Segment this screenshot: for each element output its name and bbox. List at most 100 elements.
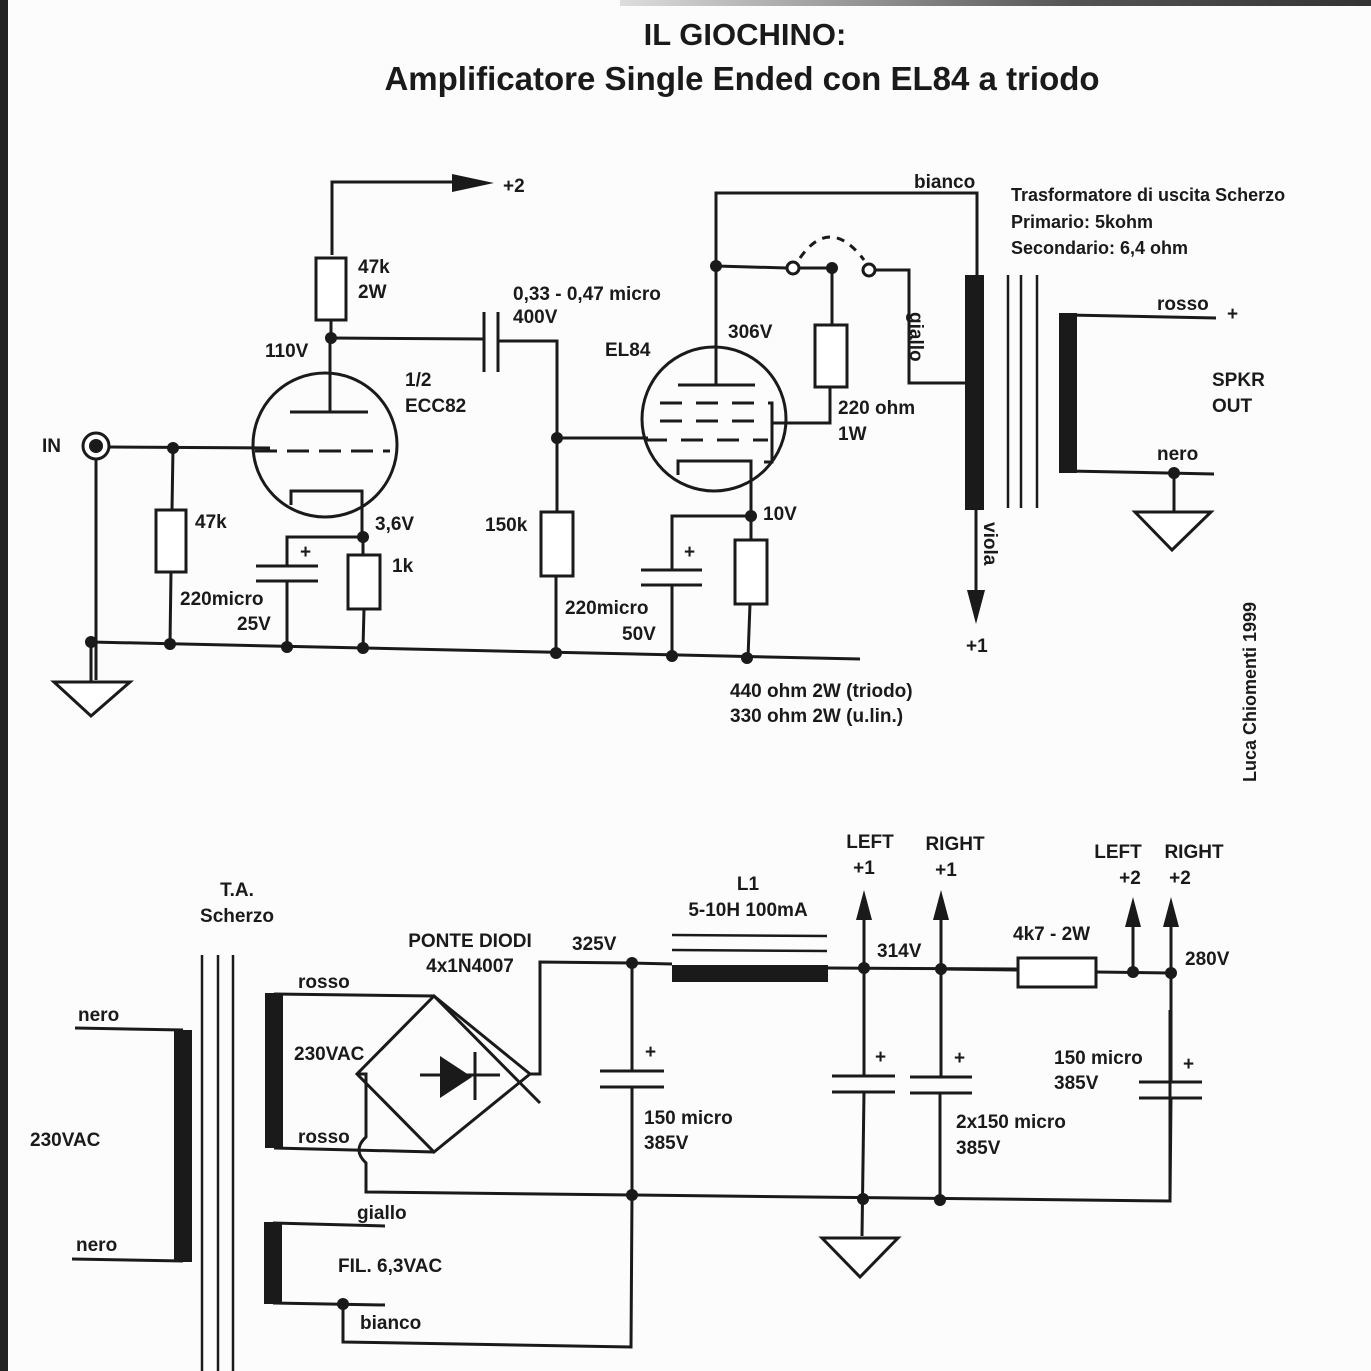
cap3-voltage: 385V xyxy=(1054,1073,1099,1094)
wire xyxy=(860,1091,866,1237)
wire xyxy=(498,339,559,438)
pt-primary-wire-top: nero xyxy=(78,1005,119,1026)
wire-bridge-plus xyxy=(530,960,633,1076)
el84-cathode-resistor-triode: 440 ohm 2W (triodo) xyxy=(730,681,913,702)
out-right-1-rail: +1 xyxy=(935,860,957,881)
switch-contact-triode[interactable] xyxy=(785,260,801,276)
screen-resistor-power: 1W xyxy=(838,424,867,445)
wire xyxy=(170,447,175,511)
wire xyxy=(330,336,485,341)
wire xyxy=(631,961,673,966)
opt-wire-top: bianco xyxy=(914,172,975,193)
opt-secondary: Secondario: 6,4 ohm xyxy=(1011,238,1188,258)
wire xyxy=(940,967,1019,972)
wire-spkr-minus xyxy=(1067,469,1215,476)
input-jack xyxy=(81,431,111,461)
choke-name: L1 xyxy=(737,874,760,895)
wire xyxy=(746,603,752,659)
ecc82-fraction: 1/2 xyxy=(405,370,431,391)
supply-plus1-label: +1 xyxy=(966,636,988,657)
out-left-1-side: LEFT xyxy=(846,832,894,853)
diode-bridge xyxy=(354,993,533,1155)
junction-dot xyxy=(857,1193,869,1205)
wire xyxy=(168,571,173,645)
diode-triangle xyxy=(440,1056,472,1098)
ecc82-plate-voltage: 110V xyxy=(265,341,309,362)
cap-el84-polarity: + xyxy=(684,542,695,563)
mains-transformer-label-1: T.A. xyxy=(220,880,254,901)
pt-fil-wire-bottom: bianco xyxy=(360,1313,421,1334)
el84-name: EL84 xyxy=(605,340,651,361)
cap2a-polarity: + xyxy=(875,1047,886,1068)
switch-contact-ultralinear[interactable] xyxy=(861,262,877,278)
wire xyxy=(272,1221,386,1228)
opt-title: Trasformatore di uscita Scherzo xyxy=(1011,185,1285,205)
ground-symbol-psu xyxy=(818,1236,902,1280)
wire-ground-return xyxy=(357,1010,1172,1203)
cap2b-polarity: + xyxy=(954,1048,965,1069)
mains-transformer-label-2: Scherzo xyxy=(200,906,274,927)
pt-primary-wire-bottom: nero xyxy=(76,1235,117,1256)
resistor-cathode-1k xyxy=(346,553,382,611)
wire xyxy=(361,608,366,649)
plate-resistor-value: 47k xyxy=(358,257,390,278)
spkr-label-2: OUT xyxy=(1212,396,1253,417)
ecc82-name: ECC82 xyxy=(405,396,466,417)
cap-ecc82-voltage: 25V xyxy=(237,614,271,635)
ecc82-envelope xyxy=(251,371,399,519)
output-transformer xyxy=(965,275,1217,510)
pt-ht-voltage: 230VAC xyxy=(294,1044,365,1065)
choke-core-line xyxy=(671,948,828,953)
opt-secondary-winding xyxy=(1059,313,1077,473)
ground-symbol-speaker xyxy=(1131,510,1215,553)
wire-screen xyxy=(773,388,832,425)
pt-fil-voltage: FIL. 6,3VAC xyxy=(338,1256,442,1277)
out-left-1-rail: +1 xyxy=(853,858,875,879)
ecc82-tube xyxy=(251,338,399,540)
out-left-2-rail: +2 xyxy=(1119,868,1141,889)
out-left-2-side: LEFT xyxy=(1094,842,1142,863)
switch-lever[interactable] xyxy=(798,235,866,261)
ecc82-cathode-voltage: 3,6V xyxy=(375,514,414,535)
input-label: IN xyxy=(42,436,61,457)
opt-wire-tap: giallo xyxy=(905,312,926,362)
ecc82-cathode xyxy=(289,489,364,540)
arrow-plus2 xyxy=(452,174,494,192)
resistor-cathode-el84 xyxy=(733,538,769,606)
wire xyxy=(272,1301,386,1307)
ground-bus-amp xyxy=(90,640,861,661)
pt-ht-winding xyxy=(265,993,283,1148)
resistor-plate-47k xyxy=(314,256,348,322)
out-right-1-side: RIGHT xyxy=(925,834,985,855)
wire-tap xyxy=(875,268,965,385)
cap1-value: 150 micro xyxy=(644,1108,733,1129)
pt-primary-winding xyxy=(174,1030,192,1262)
choke-spec: 5-10H 100mA xyxy=(688,900,808,921)
spkr-label-1: SPKR xyxy=(1212,370,1265,391)
el84-cathode xyxy=(676,459,753,516)
junction-dot xyxy=(741,652,753,664)
resistor-dropping-4k7 xyxy=(1016,956,1098,989)
coupling-cap-voltage: 400V xyxy=(513,307,558,328)
wire xyxy=(764,401,774,464)
wire-to-plus2 xyxy=(330,180,460,255)
spkr-wire-minus: nero xyxy=(1157,444,1198,465)
cap2-value: 2x150 micro xyxy=(956,1112,1066,1133)
supply-plus2-label: +2 xyxy=(503,176,525,197)
title-line-1: IL GIOCHINO: xyxy=(644,17,847,52)
wire-filament-ref xyxy=(341,1194,634,1349)
plate-resistor-power: 2W xyxy=(358,282,387,303)
wire xyxy=(74,1026,184,1032)
cap1-voltage: 385V xyxy=(644,1133,689,1154)
input-jack-center xyxy=(89,439,103,453)
el84-cathode-resistor-ul: 330 ohm 2W (u.lin.) xyxy=(730,706,903,727)
screen-resistor-value: 220 ohm xyxy=(838,398,915,419)
arrow-right-plus1 xyxy=(933,890,949,920)
opt-primary: Primario: 5kohm xyxy=(1011,212,1153,232)
wire xyxy=(1168,1097,1173,1201)
opt-primary-winding xyxy=(965,275,984,510)
coupling-cap-value: 0,33 - 0,47 micro xyxy=(513,284,661,305)
resistor-grid-47k xyxy=(154,508,188,574)
pt-ht-wire-top: rosso xyxy=(298,972,350,993)
